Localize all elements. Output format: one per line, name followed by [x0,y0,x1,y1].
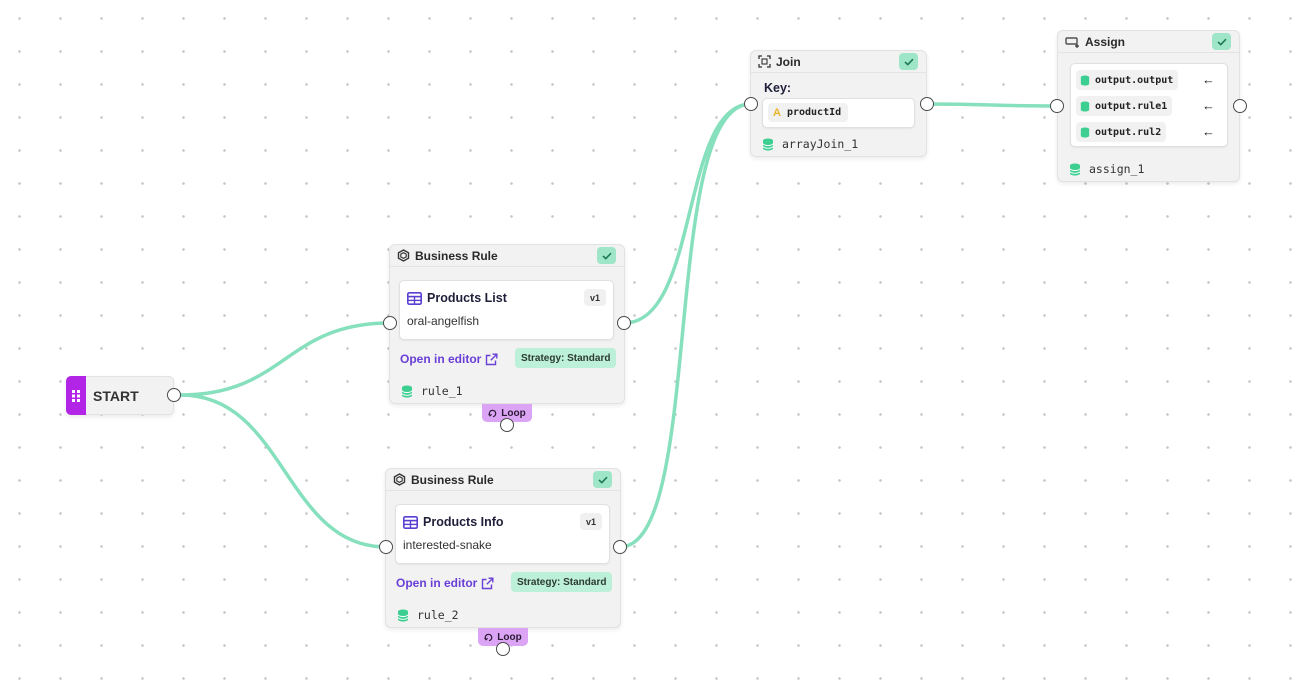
join-icon [758,55,771,68]
loop-icon [484,633,494,642]
loop-label: Loop [497,631,522,643]
join-input-handle[interactable] [744,97,758,111]
edge-join-assign[interactable] [925,102,1059,108]
join-key-field[interactable]: A productId [762,98,915,128]
string-type-icon: A [773,106,781,119]
rule-title: Products Info [403,515,504,529]
assign-node[interactable]: Assign output.output ← [1057,30,1240,182]
assign-row[interactable]: output.output ← [1076,70,1224,90]
database-icon [762,138,774,151]
key-pill[interactable]: A productId [768,103,849,122]
edge-start-rule2[interactable] [179,393,388,549]
join-key-label: Key: [764,81,792,95]
assign-row[interactable]: output.rule1 ← [1076,96,1224,116]
open-in-editor-link[interactable]: Open in editor [396,576,494,590]
rule2-input-handle[interactable] [379,540,393,554]
assign-target-text: output.output [1095,74,1174,86]
arrow-left-icon: ← [1202,124,1215,139]
table-icon [403,515,418,529]
assign-list: output.output ← output.rule1 ← [1070,63,1228,147]
open-in-editor-label: Open in editor [396,576,478,590]
loop-label: Loop [501,407,526,419]
database-icon [401,385,413,398]
version-badge: v1 [580,513,602,530]
start-label: START [93,387,139,404]
rule1-output-handle[interactable] [617,316,631,330]
node-header: Assign [1058,31,1239,53]
arrow-left-icon: ← [1202,72,1215,87]
output-variable: assign_1 [1069,162,1144,176]
edge-rule1-join[interactable] [622,102,753,325]
output-variable: arrayJoin_1 [762,137,858,151]
edge-start-rule1[interactable] [179,321,392,397]
rule2-loop-handle[interactable] [496,642,510,656]
rule-title: Products List [407,291,507,305]
assign-target[interactable]: output.rul2 [1076,122,1167,142]
database-icon [1080,101,1090,112]
start-output-handle[interactable] [167,388,181,402]
version-badge: v1 [584,289,606,306]
start-node[interactable]: START [66,376,174,415]
open-in-editor-link[interactable]: Open in editor [400,352,498,366]
database-icon [1080,75,1090,86]
loop-icon [488,409,498,418]
join-output-handle[interactable] [920,97,934,111]
arrow-left-icon: ← [1202,98,1215,113]
assign-target-text: output.rule1 [1095,100,1168,112]
output-variable: rule_2 [397,608,459,622]
database-icon [1069,163,1081,176]
loop-badge[interactable]: Loop [482,404,532,422]
hexagon-icon [393,473,406,486]
node-header: Join [751,51,926,73]
rule-title-text: Products List [427,291,507,305]
node-header: Business Rule [390,245,624,267]
assign-row[interactable]: output.rul2 ← [1076,122,1224,142]
edge-rule2-join[interactable] [618,102,753,549]
hexagon-icon [397,249,410,262]
output-variable: rule_1 [401,384,463,398]
node-header: Business Rule [386,469,620,491]
rule-slug: interested-snake [403,538,492,552]
rule-card[interactable]: Products Info v1 interested-snake [395,504,610,564]
rule-slug: oral-angelfish [407,314,480,328]
external-link-icon [485,353,498,366]
rule1-input-handle[interactable] [383,316,397,330]
node-header-title: Join [776,54,801,69]
business-rule-node-2[interactable]: Business Rule Products Info v1 intereste… [385,468,621,628]
table-icon [407,291,422,305]
node-header-title: Assign [1085,34,1126,49]
strategy-badge: Strategy: Standard [511,572,613,592]
check-icon [597,247,616,264]
loop-badge[interactable]: Loop [478,628,528,646]
join-node[interactable]: Join Key: A productId arrayJoin_1 [750,50,927,157]
output-variable-name: rule_2 [417,608,459,622]
assign-target-text: output.rul2 [1095,126,1162,138]
database-icon [397,609,409,622]
rule2-output-handle[interactable] [613,540,627,554]
output-variable-name: rule_1 [421,384,463,398]
check-icon [1212,33,1231,50]
rule1-loop-handle[interactable] [500,418,514,432]
output-variable-name: arrayJoin_1 [782,137,859,151]
assign-icon [1065,35,1080,48]
node-header-title: Business Rule [415,248,498,263]
open-in-editor-label: Open in editor [400,352,482,366]
assign-input-handle[interactable] [1050,99,1064,113]
grip-icon[interactable] [66,376,86,415]
assign-target[interactable]: output.output [1076,70,1179,90]
output-variable-name: assign_1 [1089,162,1145,176]
check-icon [899,53,918,70]
rule-title-text: Products Info [423,515,504,529]
business-rule-node-1[interactable]: Business Rule Products List v1 oral-ange… [389,244,625,404]
key-value: productId [786,107,842,118]
check-icon [593,471,612,488]
assign-target[interactable]: output.rule1 [1076,96,1173,116]
database-icon [1080,127,1090,138]
external-link-icon [481,577,494,590]
assign-output-handle[interactable] [1233,99,1247,113]
node-header-title: Business Rule [411,472,494,487]
rule-card[interactable]: Products List v1 oral-angelfish [399,280,614,340]
strategy-badge: Strategy: Standard [515,348,617,368]
